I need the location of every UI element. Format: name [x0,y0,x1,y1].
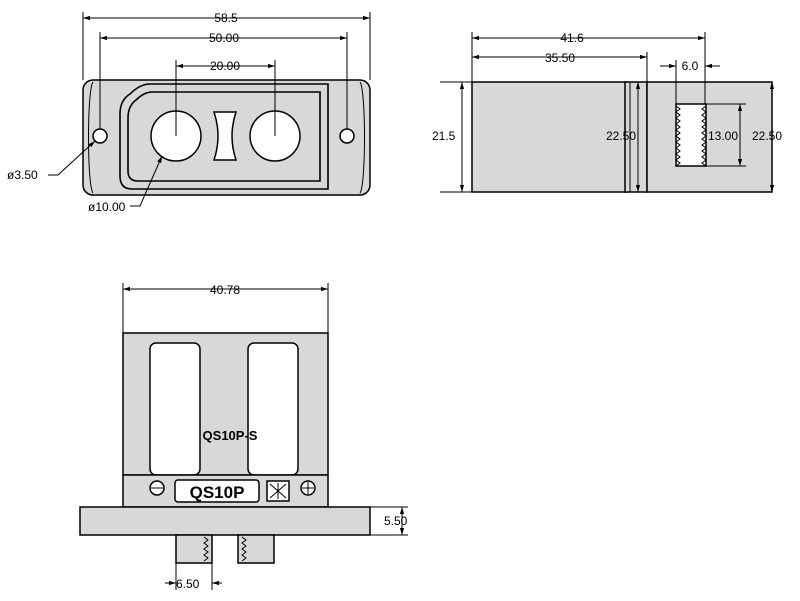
center-key-slot [212,111,238,161]
dim-body-width: 40.78 [210,283,240,297]
dim-pin-dia: ø10.00 [88,200,126,214]
mount-hole-right [339,128,355,144]
front-housing-ear-right [359,81,365,194]
front-view: 58.5 50.00 20.00 ø3.50 ø10.00 [7,11,371,214]
mount-hole-left [92,128,108,144]
dim-overall-width: 58.5 [214,11,238,25]
dim-tab-width: 6.50 [176,577,200,591]
top-slot-right [247,342,299,476]
dim-flange-height: 22.50 [606,129,636,143]
front-shroud-outer [119,83,329,190]
dim-pin-spacing: 20.00 [210,59,240,73]
front-shroud-inner [127,91,321,182]
side-terminal-thread [675,105,681,167]
dim-hole-spacing: 50.00 [209,31,239,45]
top-slot-left [149,342,201,476]
dim-mount-hole-dia: ø3.50 [7,168,38,182]
side-view: 41.6 35.50 6.0 21.5 22.50 13.00 22.50 [432,31,782,193]
top-tab-left [175,534,213,564]
badge-label: QS10P [190,483,245,502]
top-base-plate [79,506,371,536]
badge-frame [174,479,260,503]
dim-base-thickness: 5.50 [384,514,408,528]
dim-rear-height: 22.50 [752,129,782,143]
side-terminal-recess [675,103,707,167]
side-body [471,81,628,193]
dim-tail-length: 6.0 [682,59,699,73]
dim-body-height: 21.5 [432,129,456,143]
dim-overall-length: 41.6 [560,31,584,45]
top-tab-right [237,534,275,564]
dim-body-length: 35.50 [545,51,575,65]
top-view: QS10P-S QS10P 40.78 5.50 6.50 [79,283,408,591]
dim-tail-height: 13.00 [708,129,738,143]
front-housing-ear-left [88,81,94,194]
top-model-label: QS10P-S [203,428,258,443]
